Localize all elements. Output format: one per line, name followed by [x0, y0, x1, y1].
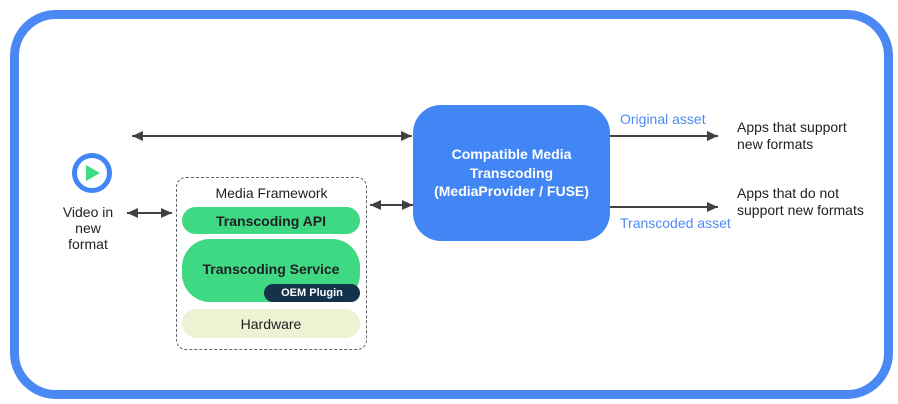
compatible-media-transcoding-box: Compatible Media Transcoding (MediaProvi… [413, 105, 610, 241]
diagram-border [10, 10, 893, 399]
media-framework-title: Media Framework [215, 185, 328, 201]
hardware-layer: Hardware [182, 309, 360, 338]
transcoded-asset-label: Transcoded asset [620, 215, 731, 231]
apps-no-support-label: Apps that do not support new formats [737, 185, 864, 218]
play-triangle-icon [86, 165, 100, 181]
arrow-apps-transcoder [132, 131, 412, 141]
play-icon [72, 153, 112, 193]
original-asset-label: Original asset [620, 111, 706, 127]
oem-plugin-badge: OEM Plugin [264, 284, 360, 302]
video-source-label: Video in new format [62, 204, 114, 252]
apps-support-label: Apps that support new formats [737, 119, 847, 152]
arrow-video-framework [127, 208, 172, 218]
transcoding-service-layer: Transcoding Service OEM Plugin [182, 239, 360, 302]
transcoding-api-layer: Transcoding API [182, 207, 360, 234]
arrow-transcoded-asset [610, 202, 718, 212]
arrow-original-asset [610, 131, 718, 141]
arrow-framework-transcoder [370, 200, 413, 210]
media-framework-box: Media Framework Transcoding API Transcod… [176, 177, 367, 350]
transcoding-service-label: Transcoding Service [202, 261, 340, 277]
